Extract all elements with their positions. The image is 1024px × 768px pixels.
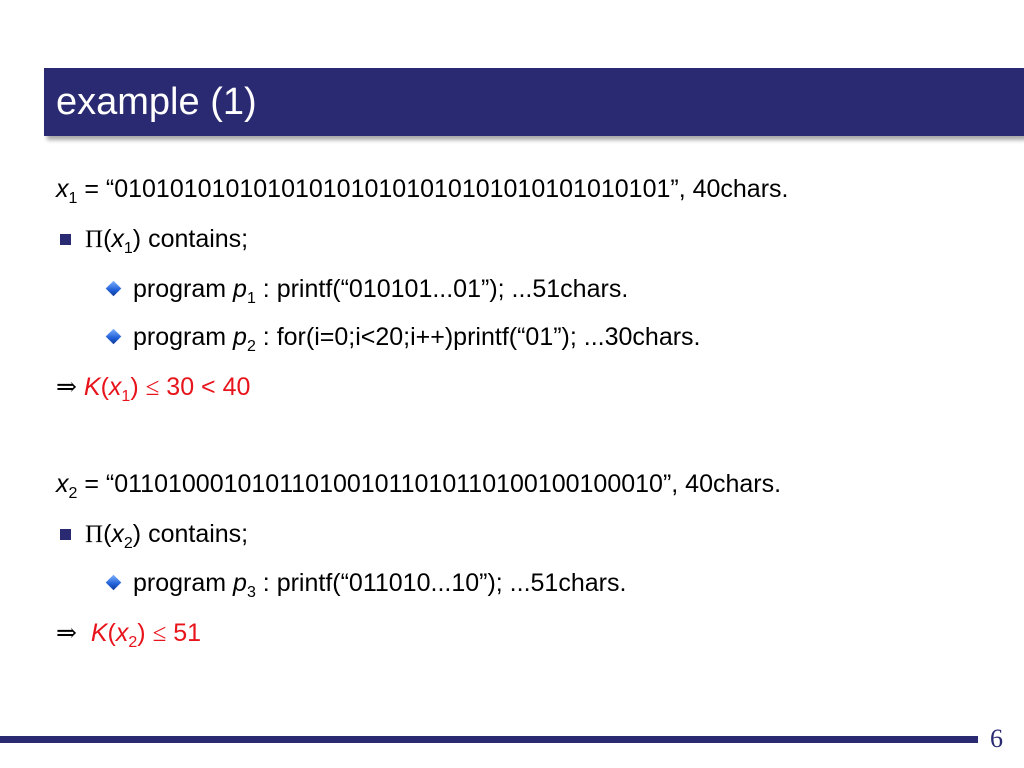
k-x: x bbox=[108, 373, 122, 401]
paren-open: ( bbox=[103, 225, 112, 253]
contains-text: ) contains; bbox=[132, 225, 249, 253]
contains-text: ) contains; bbox=[132, 520, 249, 548]
k-sub: 2 bbox=[128, 634, 138, 651]
x2-definition: x2 = “0110100010101101001011010110100100… bbox=[56, 469, 781, 509]
page-number: 6 bbox=[990, 724, 1003, 753]
pi-x2-contains: Π(x2) contains; bbox=[60, 519, 248, 559]
k-close: ) bbox=[137, 619, 146, 647]
title-bar: example (1) bbox=[44, 68, 1024, 136]
program-var: p bbox=[233, 569, 247, 597]
implies-symbol: ⇒ bbox=[56, 374, 77, 401]
k-x: x bbox=[115, 619, 129, 647]
pi-symbol: Π bbox=[85, 521, 104, 548]
k-sub: 1 bbox=[121, 388, 131, 405]
program-code: : for(i=0;i<20;i++)printf(“01”); ...30ch… bbox=[255, 323, 701, 351]
diamond-bullet-icon bbox=[105, 280, 122, 297]
contains-var: x bbox=[111, 520, 124, 548]
program-sub: 1 bbox=[246, 290, 256, 307]
x1-var: x bbox=[56, 175, 69, 203]
diamond-bullet-icon bbox=[105, 328, 122, 345]
k-open: ( bbox=[107, 619, 116, 647]
program-label: program bbox=[133, 275, 234, 303]
square-bullet-icon bbox=[60, 529, 71, 540]
footer-rule bbox=[0, 736, 978, 743]
program-sub: 2 bbox=[246, 338, 256, 355]
k-var: K bbox=[83, 373, 101, 401]
pi-x1-contains: Π(x1) contains; bbox=[60, 224, 248, 264]
diamond-bullet-icon bbox=[105, 574, 122, 591]
k-open: ( bbox=[100, 373, 109, 401]
leq-symbol: ≤ bbox=[145, 374, 160, 401]
program-p1: program p1 : printf(“010101...01”); ...5… bbox=[105, 274, 629, 314]
k-var: K bbox=[90, 619, 108, 647]
k-bound: 30 < 40 bbox=[159, 373, 251, 401]
program-sub: 3 bbox=[246, 584, 256, 601]
program-var: p bbox=[233, 323, 247, 351]
contains-sub: 1 bbox=[123, 240, 133, 257]
program-code: : printf(“011010...10”); ...51chars. bbox=[255, 569, 627, 597]
leq-symbol: ≤ bbox=[152, 620, 167, 647]
x2-sub: 2 bbox=[68, 485, 78, 502]
contains-sub: 2 bbox=[123, 535, 133, 552]
k-x1-bound: ⇒ K(x1) ≤ 30 < 40 bbox=[56, 372, 250, 412]
program-p3: program p3 : printf(“011010...10”); ...5… bbox=[105, 568, 627, 608]
pi-symbol: Π bbox=[85, 226, 104, 253]
program-label: program bbox=[133, 323, 234, 351]
k-x2-bound: ⇒ K(x2) ≤ 51 bbox=[56, 618, 201, 658]
implies-symbol: ⇒ bbox=[56, 620, 77, 647]
x1-sub: 1 bbox=[68, 190, 78, 207]
x2-string: = “0110100010101101001011010110100100100… bbox=[77, 470, 782, 498]
program-var: p bbox=[233, 275, 247, 303]
square-bullet-icon bbox=[60, 234, 71, 245]
k-x1-expression: K(x1) ≤ 30 < 40 bbox=[83, 373, 251, 405]
k-close: ) bbox=[130, 373, 139, 401]
slide-title: example (1) bbox=[56, 80, 257, 123]
k-x2-expression: K(x2) ≤ 51 bbox=[90, 619, 202, 651]
x1-string: = “0101010101010101010101010101010101010… bbox=[77, 175, 789, 203]
program-code: : printf(“010101...01”); ...51chars. bbox=[255, 275, 629, 303]
contains-var: x bbox=[111, 225, 124, 253]
program-p2: program p2 : for(i=0;i<20;i++)printf(“01… bbox=[105, 322, 701, 362]
x2-var: x bbox=[56, 470, 69, 498]
x1-definition: x1 = “0101010101010101010101010101010101… bbox=[56, 174, 788, 214]
k-bound: 51 bbox=[166, 619, 202, 647]
paren-open: ( bbox=[103, 520, 112, 548]
program-label: program bbox=[133, 569, 234, 597]
